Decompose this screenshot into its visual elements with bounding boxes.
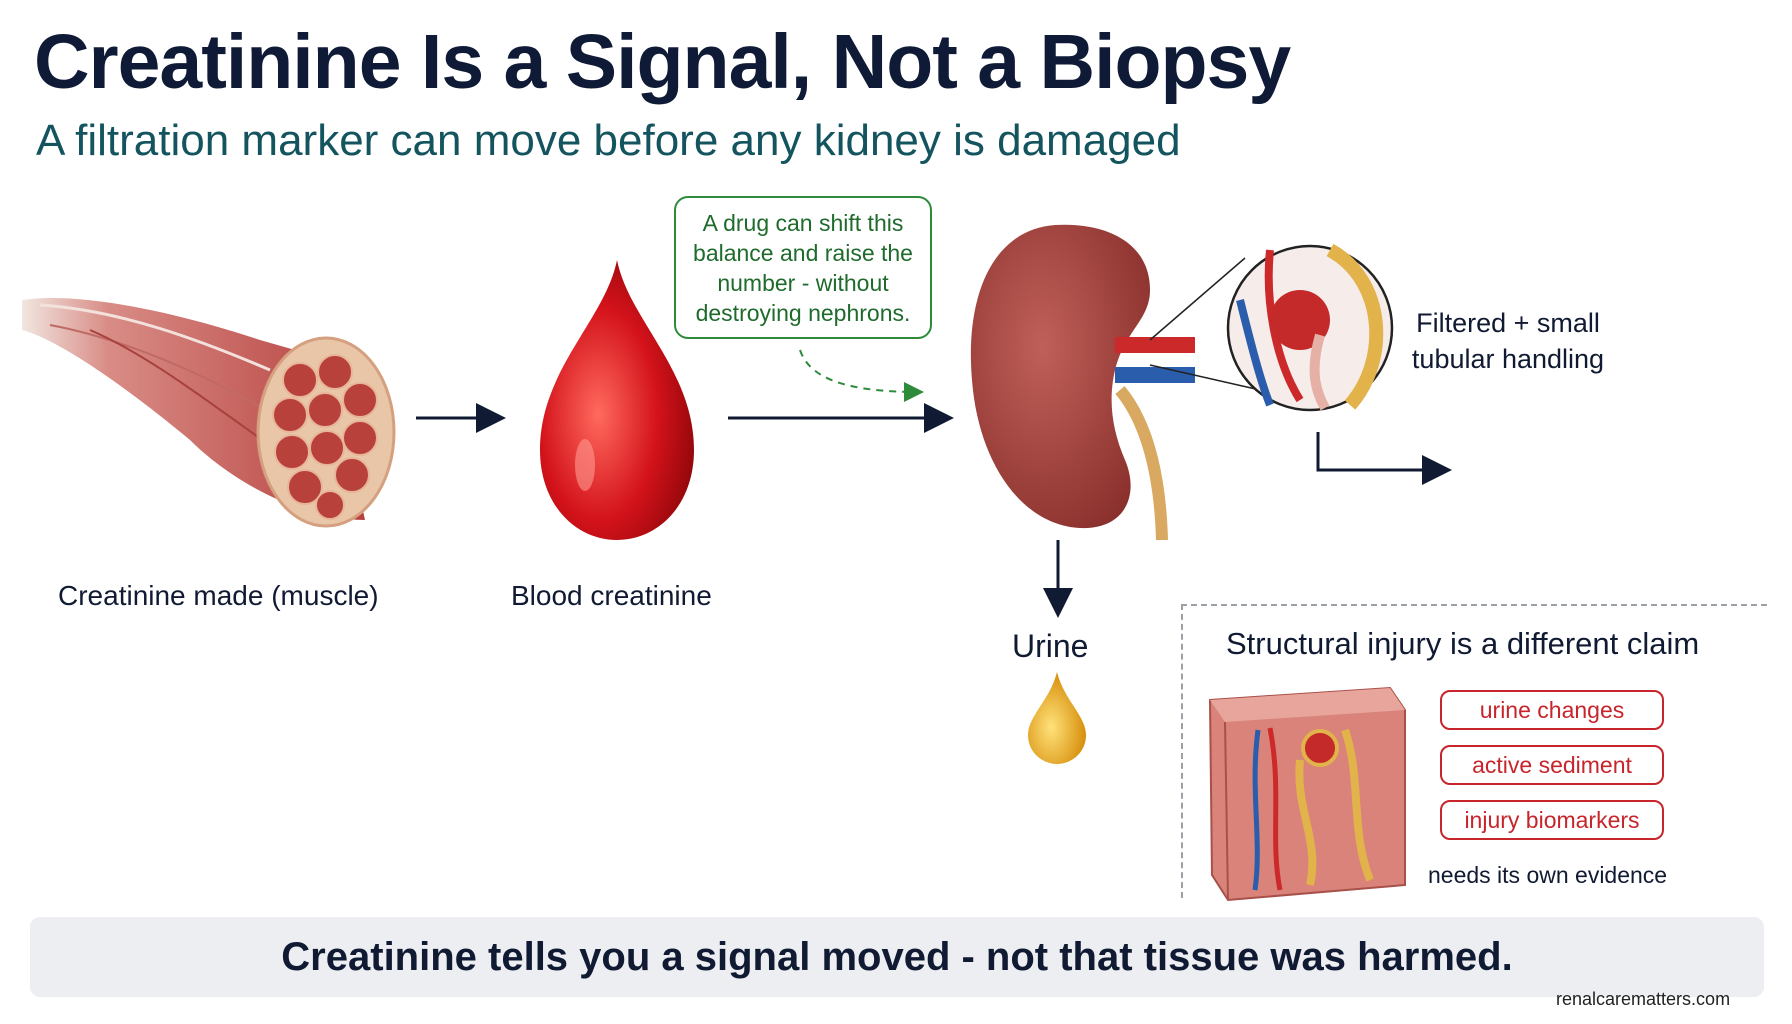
structural-injury-title: Structural injury is a different claim bbox=[1226, 626, 1700, 661]
urine-label: Urine bbox=[1012, 628, 1089, 664]
page-title: Creatinine Is a Signal, Not a Biopsy bbox=[34, 19, 1291, 105]
site-footer: renalcarematters.com bbox=[1556, 989, 1731, 1009]
pill-label: injury biomarkers bbox=[1464, 806, 1640, 833]
bottom-message: Creatinine tells you a signal moved - no… bbox=[281, 934, 1513, 979]
kidney-icon bbox=[970, 224, 1195, 541]
pill-label: active sediment bbox=[1472, 751, 1632, 778]
page-subtitle: A filtration marker can move before any … bbox=[36, 116, 1181, 165]
nephron-magnifier-icon bbox=[1226, 243, 1394, 412]
pill-injury-biomarkers: injury biomarkers bbox=[1440, 800, 1664, 840]
needs-evidence-note: needs its own evidence bbox=[1428, 862, 1668, 888]
callout-arrow bbox=[799, 349, 924, 402]
arrow-filtered bbox=[1316, 432, 1452, 485]
drug-callout-text: A drug can shift this balance and raise … bbox=[693, 209, 913, 326]
blood-label: Blood creatinine bbox=[511, 580, 712, 611]
muscle-label: Creatinine made (muscle) bbox=[58, 580, 379, 611]
muscle-icon bbox=[22, 298, 396, 528]
kidney-tissue-icon bbox=[1208, 686, 1406, 902]
blood-drop-icon bbox=[540, 260, 694, 540]
urine-drop-icon bbox=[1028, 672, 1086, 764]
bottom-message-bar: Creatinine tells you a signal moved - no… bbox=[30, 917, 1764, 997]
filtered-label: Filtered + small tubular handling bbox=[1411, 308, 1605, 374]
pill-urine-changes: urine changes bbox=[1440, 690, 1664, 730]
pill-label: urine changes bbox=[1479, 696, 1625, 723]
pill-active-sediment: active sediment bbox=[1440, 745, 1664, 785]
drug-callout: A drug can shift this balance and raise … bbox=[674, 196, 932, 339]
structural-injury-panel bbox=[1181, 604, 1767, 898]
